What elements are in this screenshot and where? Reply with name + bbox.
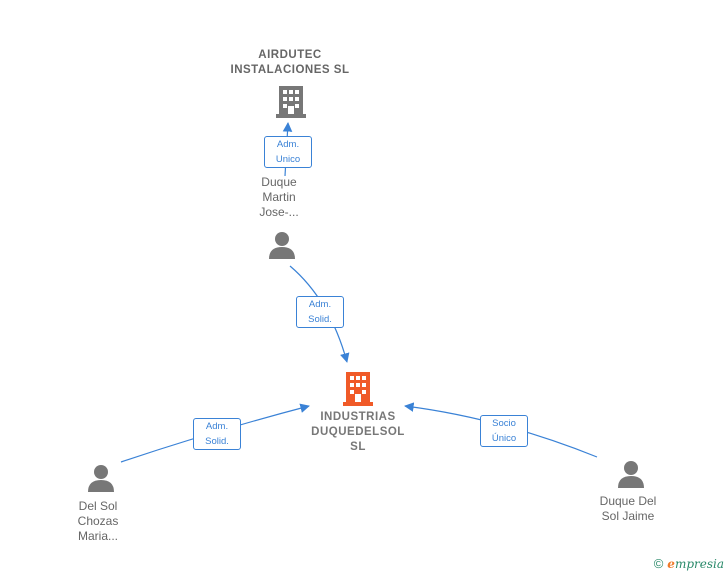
person-icon[interactable] [86,463,116,493]
company-label-industrias[interactable]: INDUSTRIAS DUQUEDELSOL SL [311,411,405,453]
company-label-airdutec[interactable]: AIRDUTEC INSTALACIONES SL [230,49,350,76]
empresia-logo: empresia [667,556,724,571]
main-building-icon[interactable] [343,370,373,406]
person-icon[interactable] [267,230,297,260]
role-box-adm-solid: Adm. Solid. [193,418,241,450]
person-icon[interactable] [616,459,646,489]
role-box-adm-unico: Adm. Unico [264,136,312,168]
role-box-adm-solid: Adm. Solid. [296,296,344,328]
building-icon[interactable] [276,84,306,118]
footer-brand[interactable]: © empresia [654,556,724,571]
person-label-del-sol[interactable]: Del Sol Chozas Maria... [77,499,119,543]
person-label-duque-jaime[interactable]: Duque Del Sol Jaime [599,494,657,523]
person-label-duque-martin[interactable]: Duque Martin Jose-... [259,175,299,219]
role-box-socio-unico: Socio Único [480,415,528,447]
copyright-icon: © [653,556,664,571]
